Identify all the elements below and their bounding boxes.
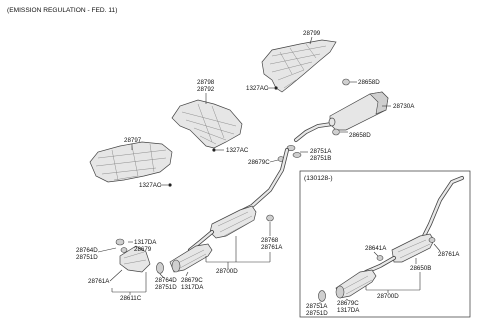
label-1327AC-b: 1327AC [226,147,249,154]
gasket-icon [292,152,302,158]
label-28798: 28798 [197,79,215,86]
gasket-icon [156,262,164,274]
label-28751D-a: 28751D [76,254,98,261]
heat-protector-28798 [171,99,243,149]
rear-muffler-28730A [294,91,389,142]
exhaust-assembly-main [169,148,289,273]
label-28650B: 28650B [410,265,431,272]
label-28700D-b: 28700D [377,293,399,300]
label-28611C: 28611C [120,295,142,302]
rubber-hanger-icon [376,255,384,261]
exhaust-assembly-inset [335,176,464,299]
label-28792: 28792 [197,86,215,93]
label-1327AC-a: 1327AC [246,85,269,92]
label-28751A-b: 28751A [306,303,328,310]
label-28679-a: 28679 [134,246,152,253]
rubber-hanger-icon [266,214,274,222]
label-1317DA-b: 1317DA [181,284,204,291]
label-1327AC-c: 1327AC [139,182,162,189]
bolt-icon [168,183,172,187]
label-28799: 28799 [303,30,321,37]
label-28768: 28768 [261,237,279,244]
label-28658D-b: 28658D [349,132,371,139]
heat-protector-28797 [89,141,173,183]
label-28679C-a: 28679C [248,159,270,166]
rubber-hanger-icon [428,237,436,243]
gasket-icon [115,238,125,246]
emission-regulation-header: (EMISSION REGULATION - FED. 11) [7,7,117,14]
label-28751D-c: 28751D [306,310,328,317]
label-28700D-a: 28700D [216,268,238,275]
label-28679C-c: 28679C [337,300,359,307]
label-1317DA-a: 1317DA [134,239,157,246]
label-28764D-a: 28764D [76,247,98,254]
label-28761A-a: 28761A [88,278,110,285]
inset-130128-box [299,170,471,318]
rubber-hanger-icon [332,128,340,136]
gasket-icon [318,290,326,302]
front-pipe-28611C [115,238,151,273]
label-28641A: 28641A [365,245,387,252]
bolt-icon [212,148,216,152]
label-1317DA-c: 1317DA [337,307,360,314]
label-28751A-a: 28751A [310,148,332,155]
label-28761A-b: 28761A [261,244,283,251]
heat-protector-28799 [261,39,337,93]
label-28761A-c: 28761A [438,251,460,258]
label-28764D-b: 28764D [155,277,177,284]
label-28751D-b: 28751D [155,284,177,291]
rubber-hanger-icon [342,78,350,86]
label-28751B-a: 28751B [310,155,331,162]
label-28730A: 28730A [393,103,415,110]
label-28658D-a: 28658D [358,79,380,86]
inset-header: (130128-) [304,175,333,182]
bolt-icon [274,86,278,90]
label-28679C-b: 28679C [181,277,203,284]
label-28797: 28797 [124,137,142,144]
